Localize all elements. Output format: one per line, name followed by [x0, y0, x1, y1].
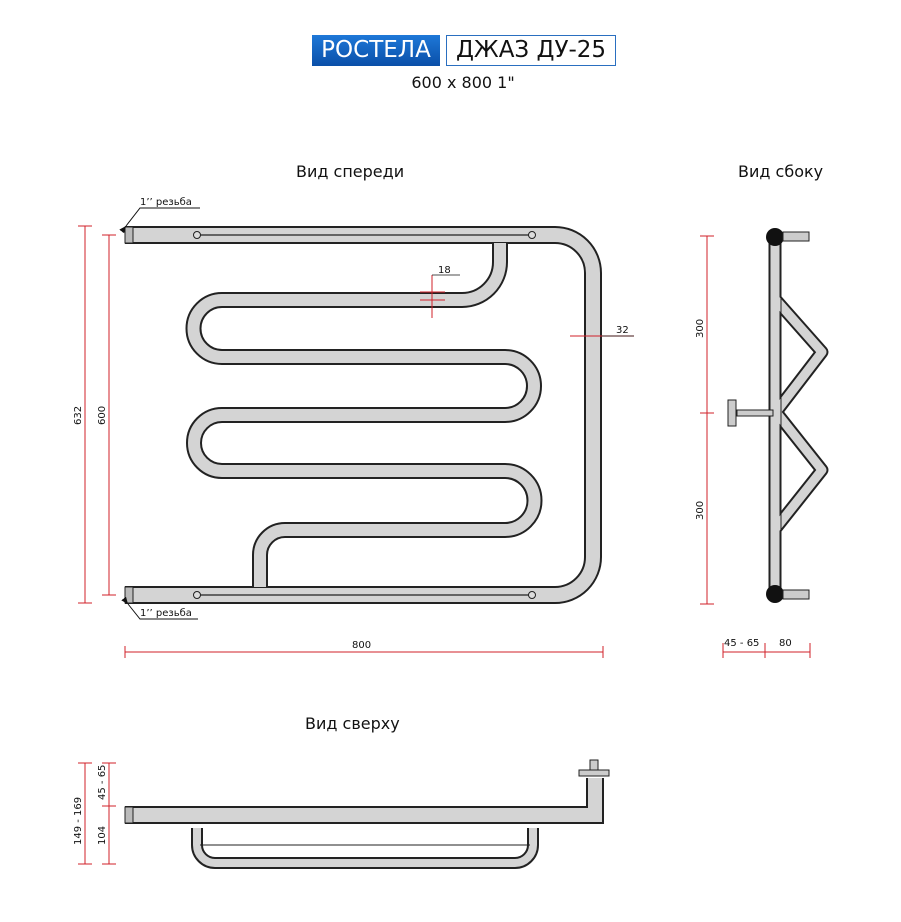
front-view-title: Вид спереди	[296, 162, 405, 181]
dim-top-wall-offset: 45 - 65	[97, 765, 108, 800]
side-dimensions	[700, 235, 811, 658]
thread-top	[124, 226, 134, 244]
model-name: ДЖАЗ ДУ-25	[446, 35, 616, 66]
thread-callouts	[119, 207, 200, 620]
thread-label-top: 1’’ резьба	[140, 197, 192, 208]
model-size: 600 x 800 1"	[411, 73, 515, 92]
dim-side-wall-offset: 45 - 65	[724, 638, 759, 649]
top-view-towel-rail	[124, 759, 610, 869]
dim-height-632: 632	[73, 406, 84, 425]
dim-gap-18: 18	[438, 265, 451, 276]
dim-side-lower-300: 300	[695, 501, 706, 520]
side-view-title: Вид сбоку	[738, 162, 824, 181]
brand-logo: РОСТЕЛА	[312, 35, 440, 66]
front-view-towel-rail	[124, 226, 602, 604]
thread-label-bottom: 1’’ резьба	[140, 608, 192, 619]
dim-height-600: 600	[97, 406, 108, 425]
dim-side-upper-300: 300	[695, 319, 706, 338]
side-view-towel-rail	[727, 228, 829, 603]
top-view-title: Вид сверху	[305, 714, 400, 733]
dim-side-depth: 80	[779, 638, 792, 649]
thread-bottom	[124, 586, 134, 604]
top-dimensions	[78, 762, 116, 865]
dim-top-depth: 104	[97, 826, 108, 845]
dim-width-800: 800	[352, 640, 371, 651]
dim-top-total: 149 - 169	[73, 797, 84, 845]
dim-tube-32: 32	[616, 325, 629, 336]
